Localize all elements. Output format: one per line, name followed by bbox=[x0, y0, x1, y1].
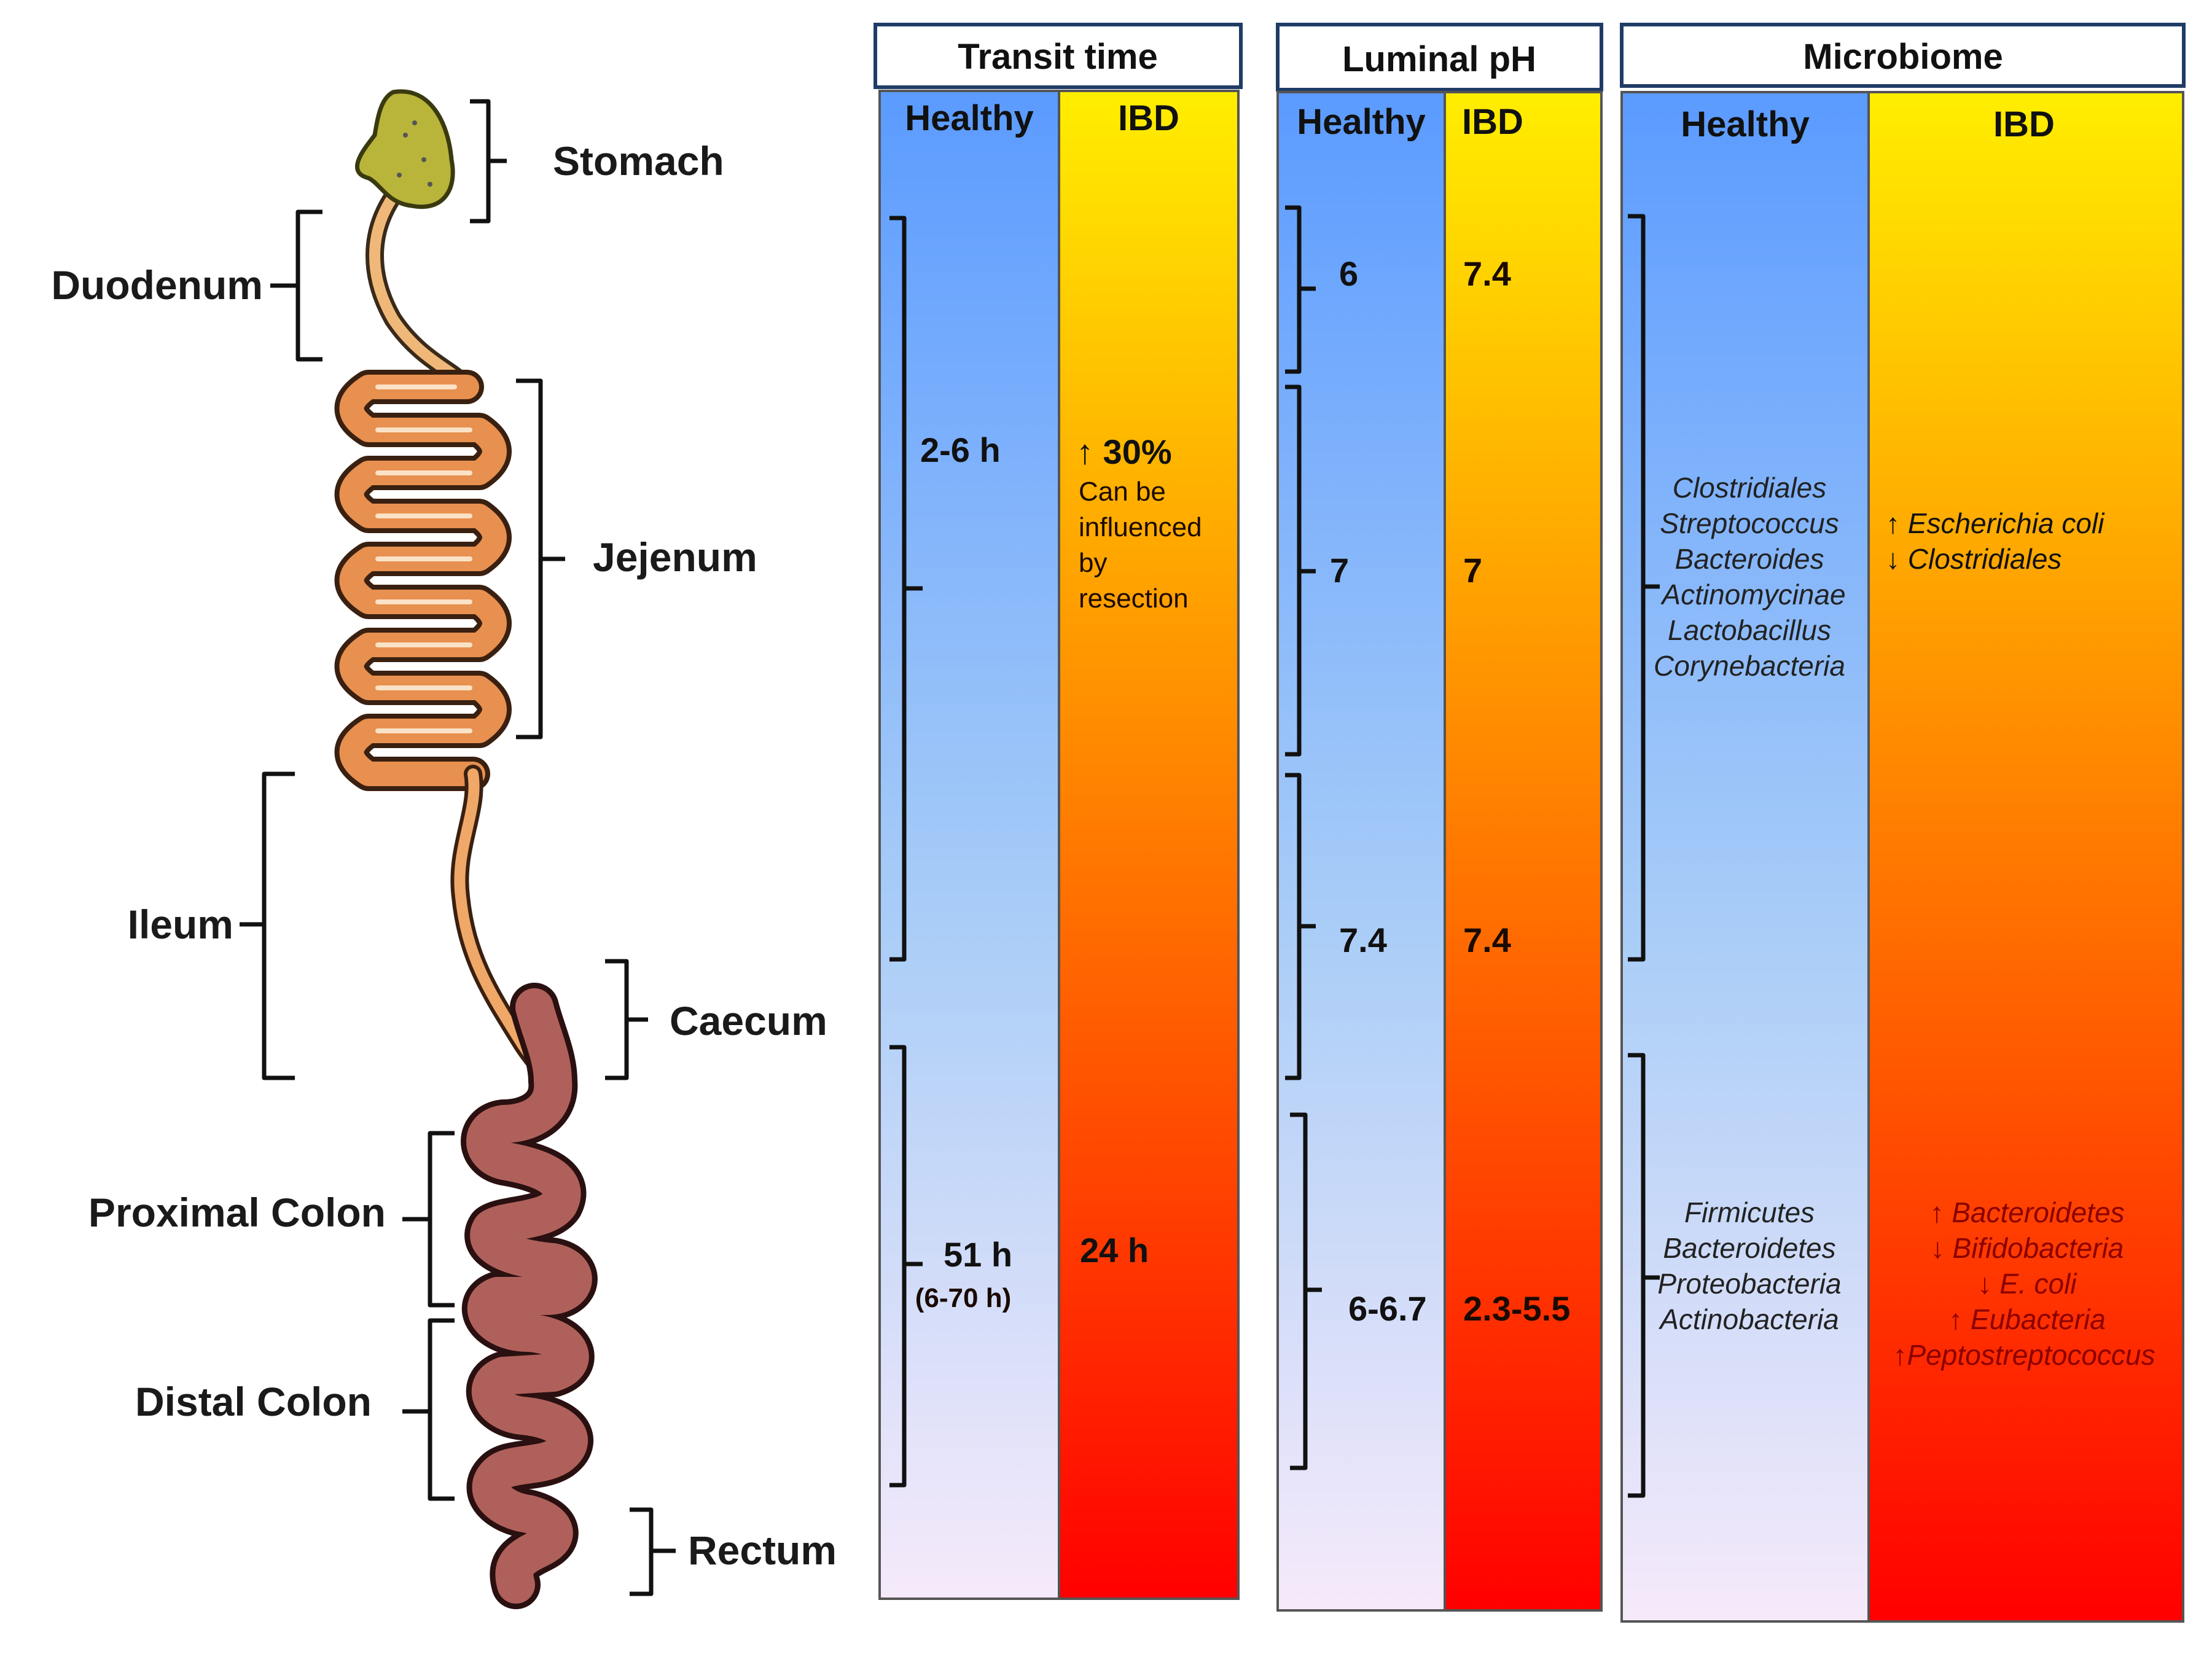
ph-healthy-header: Healthy bbox=[1297, 102, 1426, 142]
microbiome-healthy-header: Healthy bbox=[1681, 104, 1810, 144]
transit-time-panel: Transit time Healthy IBD 2-6 h ↑ 30% Can… bbox=[873, 23, 1243, 1600]
ph-ibd-column bbox=[1444, 91, 1603, 1612]
micro-small-ibd-2: ↓ Clostridiales bbox=[1886, 543, 2062, 575]
micro-small-healthy-2: Streptococcus bbox=[1660, 507, 1839, 539]
stomach-shape bbox=[355, 89, 455, 209]
transit-small-ibd-change: ↑ 30% bbox=[1076, 432, 1172, 471]
micro-small-healthy-1: Clostridiales bbox=[1673, 472, 1827, 504]
transit-colon-healthy-range: (6-70 h) bbox=[915, 1283, 1011, 1313]
transit-healthy-header: Healthy bbox=[905, 98, 1034, 138]
microbiome-healthy-column bbox=[1620, 91, 1870, 1623]
ph-row1-healthy: 6 bbox=[1339, 254, 1358, 293]
ph-row4-ibd: 2.3-5.5 bbox=[1463, 1289, 1570, 1328]
micro-colon-healthy-3: Proteobacteria bbox=[1657, 1268, 1841, 1300]
label-caecum: Caecum bbox=[670, 998, 827, 1044]
micro-colon-healthy-4: Actinobacteria bbox=[1658, 1303, 1839, 1335]
transit-note-2: influenced bbox=[1079, 512, 1202, 542]
transit-ibd-header: IBD bbox=[1118, 98, 1179, 138]
transit-ibd-column bbox=[1058, 90, 1240, 1600]
label-stomach: Stomach bbox=[553, 138, 724, 184]
label-distal-colon: Distal Colon bbox=[135, 1379, 372, 1424]
gi-tract-illustration bbox=[334, 89, 598, 1609]
ph-row1-ibd: 7.4 bbox=[1463, 254, 1511, 293]
ph-healthy-column bbox=[1276, 91, 1446, 1612]
label-proximal-colon: Proximal Colon bbox=[88, 1190, 386, 1235]
micro-colon-ibd-2: ↓ Bifidobacteria bbox=[1931, 1232, 2124, 1264]
ph-row3-healthy: 7.4 bbox=[1339, 921, 1387, 959]
micro-colon-ibd-3: ↓ E. coli bbox=[1977, 1268, 2077, 1300]
transit-title: Transit time bbox=[958, 37, 1158, 77]
ph-ibd-header: IBD bbox=[1462, 102, 1523, 142]
label-ileum: Ileum bbox=[128, 902, 233, 947]
micro-colon-healthy-1: Firmicutes bbox=[1684, 1196, 1815, 1228]
transit-note-1: Can be bbox=[1079, 477, 1166, 507]
microbiome-panel: Microbiome Healthy IBD Clostridiales Str… bbox=[1620, 23, 2186, 1623]
micro-colon-ibd-5: ↑Peptostreptococcus bbox=[1893, 1339, 2155, 1371]
micro-colon-ibd-4: ↑ Eubacteria bbox=[1948, 1303, 2106, 1335]
transit-note-3: by bbox=[1079, 548, 1107, 578]
ph-title: Luminal pH bbox=[1342, 39, 1536, 79]
label-duodenum: Duodenum bbox=[51, 262, 263, 308]
transit-note-4: resection bbox=[1079, 583, 1189, 614]
ph-row4-healthy: 6-6.7 bbox=[1348, 1289, 1427, 1328]
ph-row3-ibd: 7.4 bbox=[1463, 921, 1511, 959]
label-jejenum: Jejenum bbox=[593, 534, 757, 580]
micro-small-ibd-1: ↑ Escherichia coli bbox=[1886, 507, 2105, 539]
transit-healthy-column bbox=[878, 90, 1060, 1600]
jejenum-coils bbox=[334, 370, 512, 791]
label-rectum: Rectum bbox=[688, 1527, 837, 1573]
micro-small-healthy-6: Corynebacteria bbox=[1654, 650, 1845, 682]
micro-small-healthy-4: Actinomycinae bbox=[1660, 579, 1845, 611]
microbiome-title: Microbiome bbox=[1803, 37, 2003, 77]
micro-small-healthy-5: Lactobacillus bbox=[1668, 614, 1831, 646]
luminal-ph-panel: Luminal pH Healthy IBD 6 7.4 7 7 7.4 7.4… bbox=[1276, 23, 1603, 1612]
ph-row2-healthy: 7 bbox=[1330, 551, 1349, 590]
transit-colon-healthy: 51 h bbox=[944, 1235, 1012, 1274]
micro-colon-ibd-1: ↑ Bacteroidetes bbox=[1929, 1196, 2124, 1228]
microbiome-ibd-column bbox=[1867, 91, 2184, 1623]
micro-small-healthy-3: Bacteroides bbox=[1675, 543, 1824, 575]
microbiome-ibd-header: IBD bbox=[1993, 104, 2055, 144]
ph-row2-ibd: 7 bbox=[1463, 551, 1482, 590]
transit-small-healthy: 2-6 h bbox=[920, 431, 1001, 469]
organ-labels: Stomach Duodenum Jejenum Ileum Caecum Pr… bbox=[51, 99, 837, 1596]
micro-colon-healthy-2: Bacteroidetes bbox=[1663, 1232, 1835, 1264]
transit-colon-ibd: 24 h bbox=[1080, 1231, 1149, 1270]
